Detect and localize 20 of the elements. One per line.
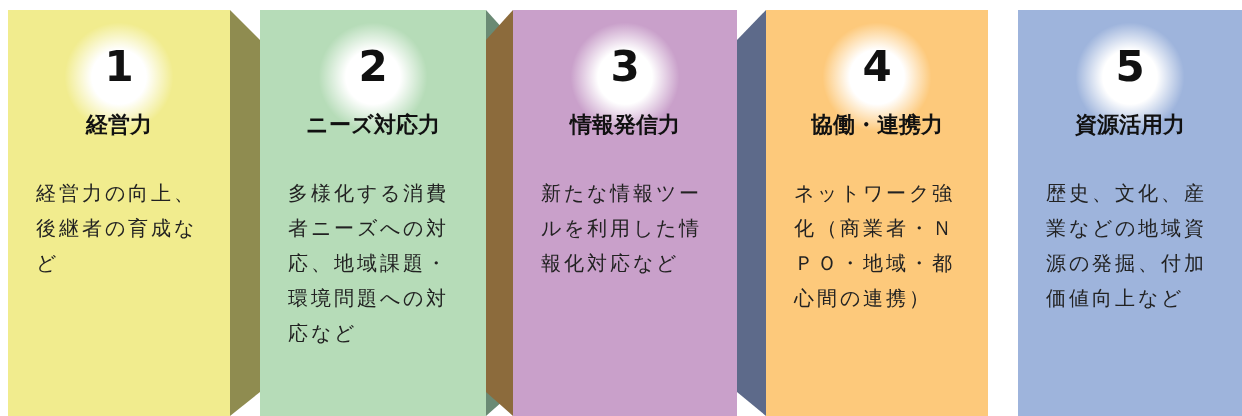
panel-description: ネットワーク強化（商業者・ＮＰＯ・地域・都心間の連携） xyxy=(794,180,956,312)
panel-description: 歴史、文化、産業などの地域資源の発掘、付加価値向上など xyxy=(1046,180,1208,312)
panel-description: 多様化する消費者ニーズへの対応、地域課題・環境問題への対応など xyxy=(288,180,450,347)
step-number: 4 xyxy=(862,46,892,88)
panel-heading: 協働・連携力 xyxy=(811,111,943,139)
panel-heading: 資源活用力 xyxy=(1075,111,1185,139)
category-panel xyxy=(8,10,230,416)
panel-heading: 経営力 xyxy=(86,111,152,139)
step-number: 2 xyxy=(358,46,388,88)
panel-heading: 情報発信力 xyxy=(570,111,680,139)
category-panel xyxy=(260,10,486,416)
step-number: 3 xyxy=(610,46,640,88)
category-panel xyxy=(513,10,737,416)
category-panel xyxy=(766,10,988,416)
step-number: 5 xyxy=(1115,46,1145,88)
step-number: 1 xyxy=(104,46,134,88)
panel-heading: ニーズ対応力 xyxy=(306,111,440,139)
panel-description: 経営力の向上、後継者の育成など xyxy=(36,180,198,277)
category-panel xyxy=(1018,10,1242,416)
panel-description: 新たな情報ツールを利用した情報化対応など xyxy=(541,180,703,277)
